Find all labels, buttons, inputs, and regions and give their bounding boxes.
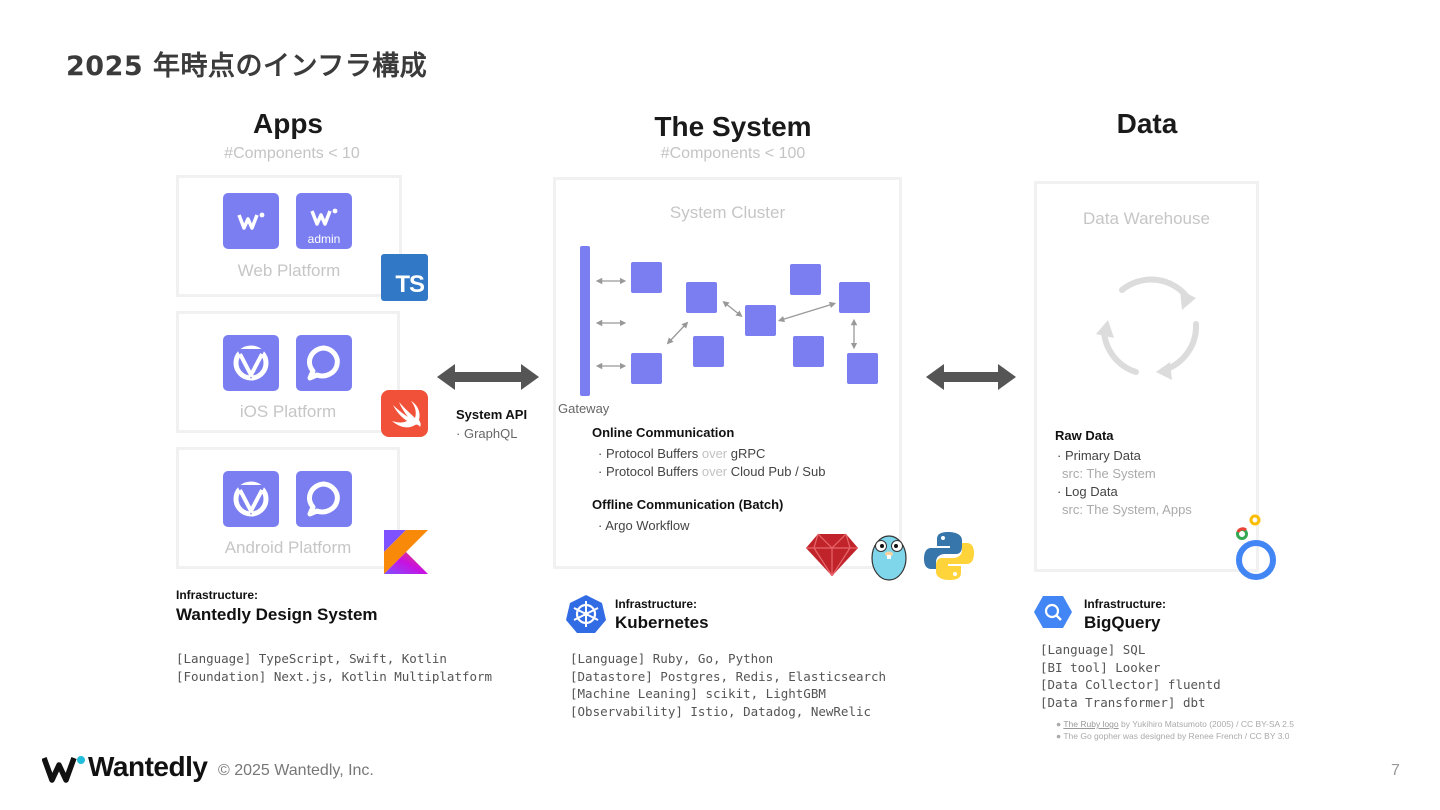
page-number: 7	[1391, 762, 1400, 779]
ruby-logo	[806, 532, 858, 581]
python-logo	[923, 530, 975, 587]
api-double-arrow	[437, 362, 539, 397]
apps-tech-list: [Language] TypeScript, Swift, Kotlin[Fou…	[176, 651, 493, 684]
bigquery-logo	[1034, 595, 1072, 634]
brand-wordmark: Wantedly	[88, 751, 208, 782]
ios-platform-label: iOS Platform	[239, 402, 337, 421]
kubernetes-logo	[566, 594, 606, 639]
service-node	[847, 353, 878, 384]
data-infra-label: Infrastructure:	[1084, 597, 1167, 611]
cluster-connectors	[595, 277, 858, 370]
system-infra-name: Kubernetes	[615, 613, 709, 632]
data-item: · Log Data	[1057, 484, 1118, 499]
copyright: © 2025 Wantedly, Inc.	[218, 762, 374, 779]
slide-title: 2025 年時点のインフラ構成	[66, 51, 428, 82]
looker-logo	[1232, 512, 1280, 587]
typescript-logo: TS	[381, 254, 428, 301]
data-warehouse-panel: Data Warehouse	[1034, 181, 1259, 572]
gopher-credit: ● The Go gopher was designed by Renee Fr…	[1056, 731, 1290, 741]
web-platform-label: Web Platform	[237, 261, 341, 280]
system-tech-list: [Language] Ruby, Go, Python[Datastore] P…	[570, 651, 887, 719]
data-item-src: src: The System	[1062, 466, 1156, 481]
offline-communication-title: Offline Communication (Batch)	[592, 497, 784, 512]
online-item: · Protocol Buffers over gRPC	[598, 446, 766, 461]
service-node	[631, 353, 662, 384]
data-tech-list: [Language] SQL[BI tool] Looker[Data Coll…	[1040, 642, 1221, 710]
go-gopher-logo	[868, 528, 910, 587]
system-title: The System	[654, 111, 812, 142]
refresh-cycle-icon	[1092, 268, 1208, 389]
service-node	[631, 262, 662, 293]
ts-badge-text: TS	[395, 271, 425, 298]
chat-bubble-app-icon	[296, 471, 352, 527]
wantedly-admin-icon: admin	[296, 193, 352, 249]
system-cluster-label: System Cluster	[669, 203, 786, 222]
raw-data-title: Raw Data	[1055, 428, 1114, 443]
system-subtitle: #Components < 100	[660, 145, 806, 162]
android-platform-panel: Android Platform	[176, 447, 400, 569]
android-platform-label: Android Platform	[224, 538, 352, 557]
wantedly-logo-icon	[223, 193, 279, 249]
apps-subtitle: #Components < 10	[224, 145, 360, 162]
admin-label: admin	[307, 232, 341, 246]
chat-bubble-app-icon	[296, 335, 352, 391]
data-item: · Primary Data	[1057, 448, 1141, 463]
service-node	[686, 282, 717, 313]
data-title: Data	[1116, 108, 1178, 139]
kotlin-logo	[384, 530, 428, 574]
wantedly-app-icon	[223, 335, 279, 391]
data-warehouse-label: Data Warehouse	[1083, 209, 1210, 228]
apps-title: Apps	[253, 108, 323, 139]
wantedly-app-icon	[223, 471, 279, 527]
online-communication-title: Online Communication	[592, 425, 735, 440]
service-node	[693, 336, 724, 367]
data-infra-name: BigQuery	[1084, 613, 1161, 632]
service-node	[745, 305, 776, 336]
web-platform-panel: admin Web Platform	[176, 175, 402, 297]
service-node	[793, 336, 824, 367]
apps-infra-name: Wantedly Design System	[176, 605, 378, 624]
ios-platform-panel: iOS Platform	[176, 311, 400, 433]
system-cluster-panel: System Cluster	[553, 177, 902, 569]
ruby-logo-link[interactable]: The Ruby logo	[1063, 719, 1119, 729]
data-double-arrow	[926, 362, 1016, 397]
service-node	[790, 264, 821, 295]
data-item-src: src: The System, Apps	[1062, 502, 1192, 517]
wantedly-footer-logo-icon	[41, 755, 86, 788]
offline-item: · Argo Workflow	[598, 518, 690, 533]
swift-logo	[381, 390, 428, 437]
apps-infra-label: Infrastructure:	[176, 588, 259, 602]
service-node	[839, 282, 870, 313]
system-infra-label: Infrastructure:	[615, 597, 698, 611]
gateway-bar	[580, 246, 590, 396]
online-item: · Protocol Buffers over Cloud Pub / Sub	[598, 464, 826, 479]
system-api-item: · GraphQL	[456, 426, 518, 441]
ruby-credit: ● The Ruby logo by Yukihiro Matsumoto (2…	[1056, 719, 1294, 729]
system-api-title: System API	[456, 407, 528, 422]
gateway-label: Gateway	[558, 401, 610, 416]
